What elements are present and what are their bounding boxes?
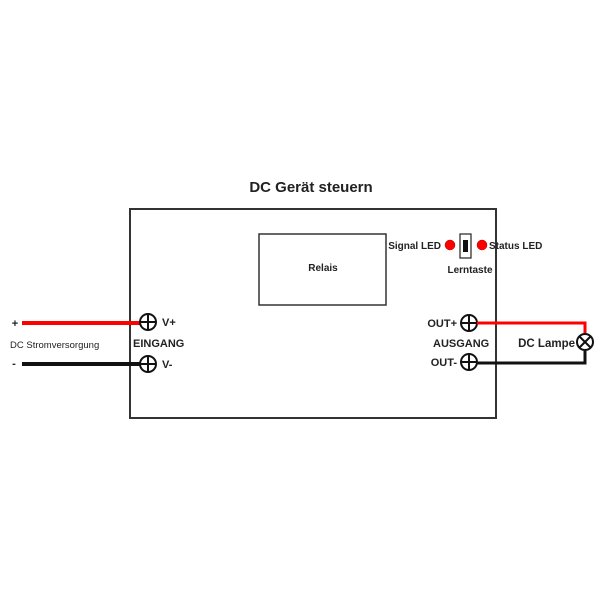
learn-button-label: Lerntaste [447,265,492,276]
status-led-icon [476,239,488,251]
supply-minus-sign: - [12,358,16,370]
input-group-label: EINGANG [133,338,184,350]
learn-button-knob-icon [463,240,468,252]
relay-label: Relais [308,263,338,274]
output-plus-terminal-icon [460,314,478,332]
supply-plus-sign: + [12,318,18,330]
lamp-icon [576,333,594,351]
input-minus-terminal-icon [139,355,157,373]
signal-led-icon [444,239,456,251]
signal-led-label: Signal LED [388,241,441,252]
load-label: DC Lampe [518,338,575,350]
input-plus-label: V+ [162,317,176,329]
output-group-label: AUSGANG [433,338,489,350]
output-positive-wire [477,321,587,333]
relay-box [258,233,387,306]
status-led-label: Status LED [489,241,542,252]
output-minus-label: OUT- [431,357,458,369]
input-minus-label: V- [162,359,173,371]
output-plus-label: OUT+ [427,318,457,330]
controller-box [129,208,497,419]
input-plus-terminal-icon [139,313,157,331]
diagram-title: DC Gerät steuern [249,179,372,196]
output-minus-terminal-icon [460,353,478,371]
output-negative-wire [477,351,587,365]
power-supply-label: DC Stromversorgung [10,340,99,351]
